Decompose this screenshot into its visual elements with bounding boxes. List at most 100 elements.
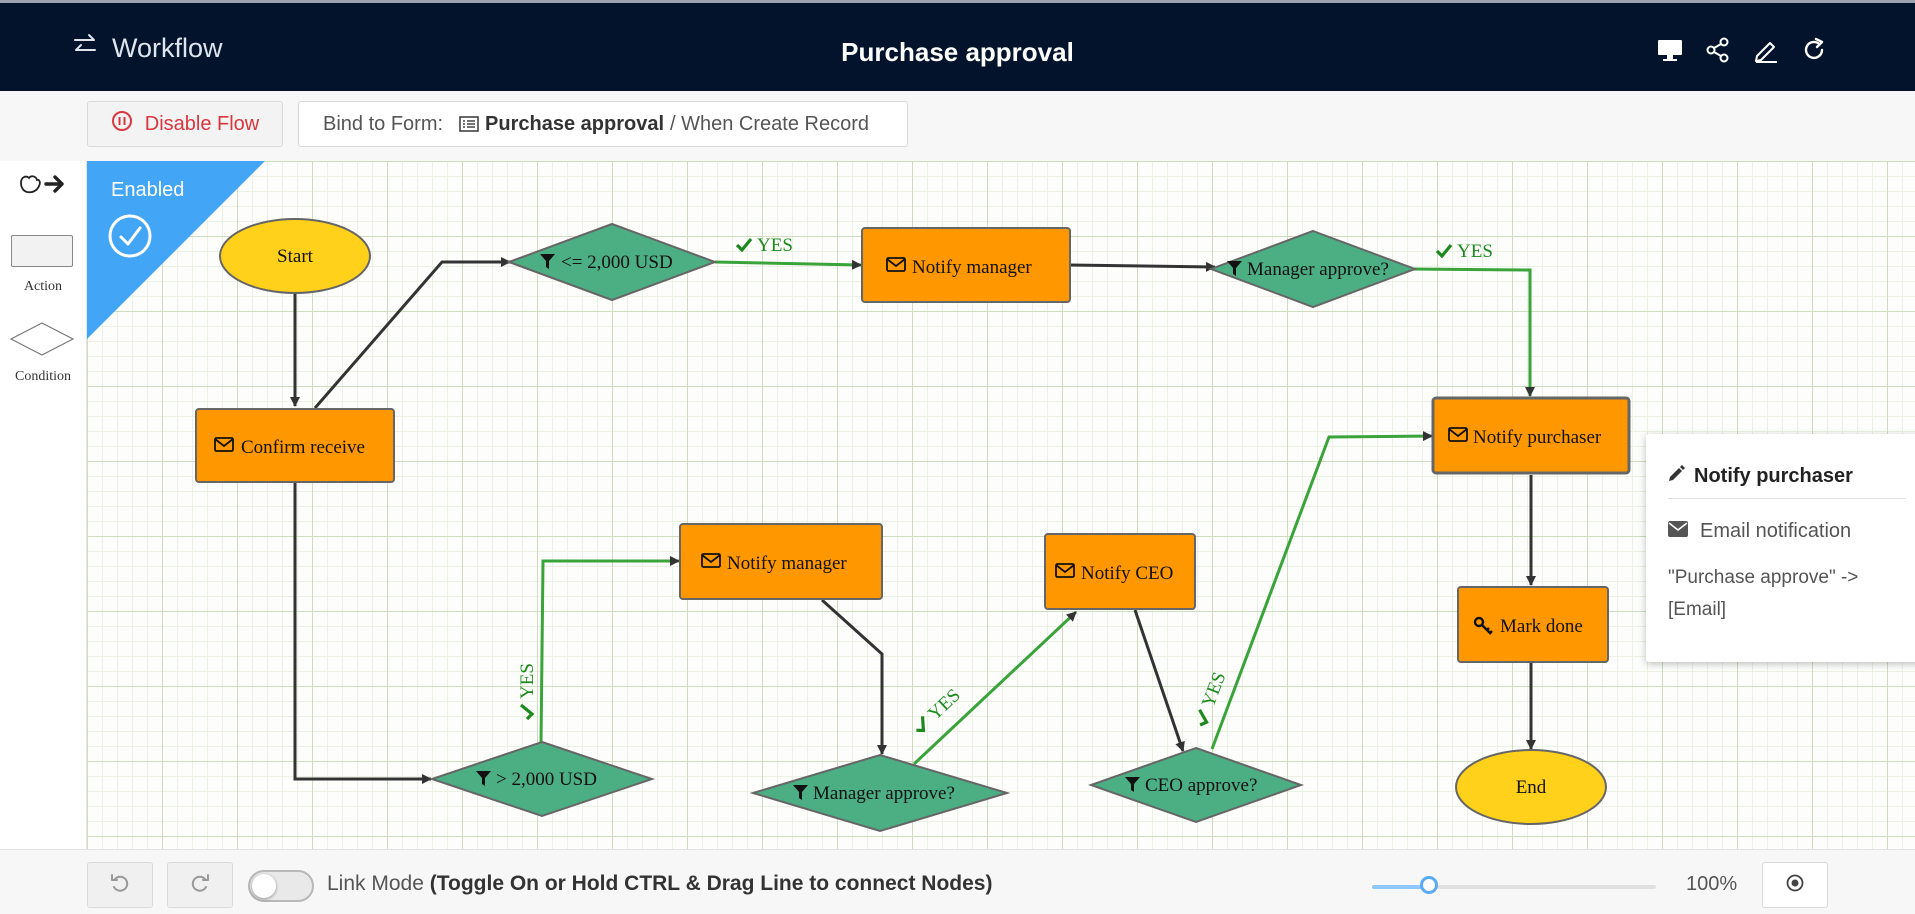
- disable-flow-label: Disable Flow: [144, 112, 260, 135]
- svg-text:> 2,000 USD: > 2,000 USD: [496, 769, 597, 790]
- edge-notify-manager-approve: [1068, 261, 1216, 272]
- node-notify-purchaser[interactable]: Notify purchaser: [1431, 396, 1631, 475]
- envelope-icon: [1448, 427, 1468, 442]
- svg-text:YES: YES: [757, 235, 793, 256]
- pause-circle-icon: [111, 110, 133, 138]
- node-properties-panel: Notify purchaser Email notification "Pur…: [1646, 434, 1915, 662]
- svg-text:Manager approve?: Manager approve?: [813, 783, 955, 804]
- svg-text:<= 2,000 USD: <= 2,000 USD: [561, 252, 673, 273]
- link-mode-text: Link Mode (Toggle On or Hold CTRL & Drag…: [327, 872, 992, 896]
- swap-icon: [72, 33, 98, 64]
- edge-approve-2-notify-ceo: [912, 610, 1078, 766]
- svg-text:YES: YES: [1198, 669, 1230, 710]
- edge-approve-notify-purchaser: [1408, 267, 1535, 397]
- toolbar: Disable Flow Bind to Form: Purchase appr…: [0, 91, 1915, 162]
- redo-button[interactable]: [167, 862, 233, 908]
- svg-text:Mark done: Mark done: [1500, 616, 1583, 637]
- node-mark-done[interactable]: Mark done: [1457, 586, 1609, 663]
- yes-label-1: YES: [735, 235, 793, 256]
- node-notify-ceo[interactable]: Notify CEO: [1044, 533, 1196, 610]
- share-icon[interactable]: [1705, 37, 1731, 63]
- undo-button[interactable]: [87, 862, 153, 908]
- refresh-icon[interactable]: [1801, 37, 1827, 63]
- undo-icon: [109, 872, 131, 899]
- svg-text:End: End: [1516, 777, 1547, 798]
- yes-label-2: YES: [1435, 241, 1493, 262]
- zoom-slider-handle[interactable]: [1419, 876, 1438, 894]
- node-cond-gt[interactable]: > 2,000 USD: [428, 740, 656, 818]
- link-mode-toggle[interactable]: [248, 870, 314, 902]
- monitor-icon[interactable]: [1657, 37, 1683, 63]
- node-notify-manager-2[interactable]: Notify manager: [679, 523, 883, 600]
- svg-text:Confirm receive: Confirm receive: [241, 437, 365, 458]
- flow-diagram: Enabled YES: [87, 161, 1631, 833]
- top-bar: Workflow Purchase approval: [0, 0, 1915, 91]
- link-mode-hint: (Toggle On or Hold CTRL & Drag Line to c…: [429, 872, 993, 895]
- toggle-knob: [252, 874, 276, 898]
- palette-action-shape[interactable]: [11, 235, 73, 267]
- recenter-button[interactable]: [1762, 862, 1828, 908]
- envelope-icon: [1055, 563, 1075, 578]
- node-cond-le[interactable]: <= 2,000 USD: [506, 222, 718, 302]
- node-notify-manager-1[interactable]: Notify manager: [861, 227, 1071, 303]
- trigger-label: / When Create Record: [670, 112, 869, 135]
- zoom-slider[interactable]: [1372, 876, 1656, 894]
- yes-label-3: YES: [517, 663, 538, 721]
- svg-text:CEO approve?: CEO approve?: [1145, 775, 1257, 796]
- svg-text:Notify manager: Notify manager: [727, 553, 847, 574]
- svg-text:Manager approve?: Manager approve?: [1247, 259, 1389, 280]
- svg-text:Notify purchaser: Notify purchaser: [1473, 427, 1602, 448]
- disable-flow-button[interactable]: Disable Flow: [87, 101, 283, 147]
- edges: [290, 257, 1536, 784]
- svg-text:YES: YES: [1457, 241, 1493, 262]
- palette-action-label: Action: [23, 279, 63, 294]
- filter-icon: [476, 771, 491, 786]
- panel-title: Notify purchaser: [1694, 464, 1853, 487]
- svg-text:YES: YES: [924, 685, 965, 725]
- redo-icon: [189, 872, 211, 899]
- filter-icon: [1227, 261, 1242, 276]
- panel-node-type: Email notification: [1700, 520, 1852, 542]
- brand-label: Workflow: [112, 33, 223, 63]
- svg-text:Start: Start: [277, 246, 314, 267]
- edge-confirm-cond-gt: [293, 470, 432, 784]
- svg-text:Notify manager: Notify manager: [912, 257, 1032, 278]
- form-list-icon: [459, 115, 479, 133]
- bind-prefix: Bind to Form:: [323, 112, 444, 135]
- edge-cond-gt-notify-manager: [539, 556, 680, 744]
- zoom-level: 100%: [1686, 873, 1738, 895]
- svg-text:YES: YES: [517, 663, 538, 699]
- node-palette: Action Condition: [0, 161, 87, 849]
- pan-tool-icon[interactable]: [17, 171, 67, 202]
- edge-cond-le-notify-manager: [714, 259, 862, 270]
- envelope-icon: [1668, 520, 1688, 543]
- palette-condition-shape[interactable]: [9, 322, 75, 361]
- workflow-menu[interactable]: Workflow: [72, 33, 223, 64]
- node-manager-approve-1[interactable]: Manager approve?: [1208, 229, 1418, 309]
- filter-icon: [540, 254, 555, 269]
- bind-form-selector[interactable]: Bind to Form: Purchase approval / When C…: [298, 101, 908, 147]
- filter-icon: [793, 785, 808, 800]
- pencil-icon[interactable]: [1668, 464, 1686, 488]
- workflow-canvas[interactable]: Enabled YES: [87, 161, 1915, 849]
- edit-icon[interactable]: [1753, 37, 1779, 63]
- node-confirm-receive[interactable]: Confirm receive: [195, 408, 395, 483]
- bottom-bar: Link Mode (Toggle On or Hold CTRL & Drag…: [0, 849, 1915, 914]
- key-icon: [1473, 616, 1493, 635]
- zoom-slider-fill: [1372, 885, 1429, 889]
- panel-description: "Purchase approve" -> [Email]: [1668, 567, 1859, 620]
- edge-notify-ceo-ceo-approve: [1133, 609, 1185, 752]
- link-mode-label: Link Mode: [327, 872, 424, 895]
- edge-notify-manager-approve-2: [820, 598, 887, 755]
- node-ceo-approve[interactable]: CEO approve?: [1087, 746, 1305, 824]
- node-end[interactable]: End: [1455, 749, 1607, 825]
- edge-confirm-cond-le: [313, 257, 511, 409]
- envelope-icon: [214, 437, 234, 452]
- page-title: Purchase approval: [841, 37, 1074, 67]
- check-circle-icon: [108, 214, 152, 258]
- node-manager-approve-2[interactable]: Manager approve?: [749, 753, 1011, 833]
- enabled-label: Enabled: [111, 179, 184, 201]
- envelope-icon: [701, 553, 721, 568]
- node-start[interactable]: Start: [219, 218, 371, 294]
- svg-text:Notify CEO: Notify CEO: [1081, 563, 1173, 584]
